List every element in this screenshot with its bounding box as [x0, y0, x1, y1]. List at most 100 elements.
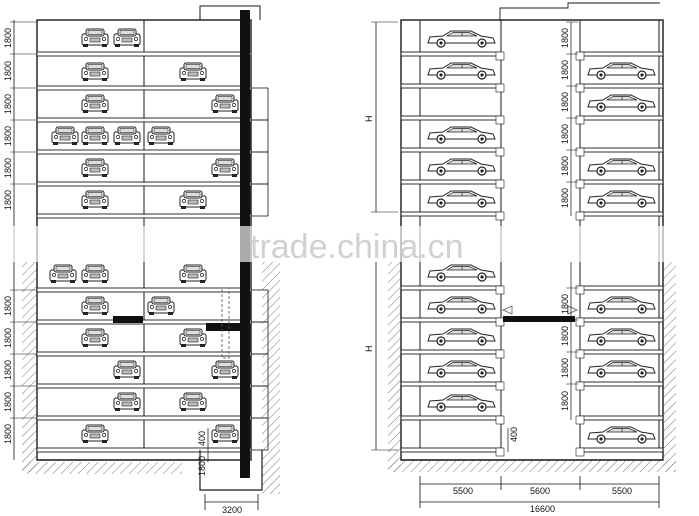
right-floor-slab-left [400, 415, 502, 421]
left-floor-slab [36, 415, 252, 421]
car-front-icon [179, 392, 207, 412]
car-front-icon [81, 328, 109, 348]
right-floor-slab-right [579, 179, 664, 185]
right-span-right-label: 5500 [612, 486, 632, 496]
left-side-box [249, 183, 269, 217]
right-floor-slab-right [579, 147, 664, 153]
left-roof-line [37, 5, 261, 21]
right-arrow-right [567, 305, 578, 315]
left-pit-dimension-label: 1800 [197, 456, 207, 476]
right-floor-slab-right [579, 285, 664, 291]
right-floor-slab-left [400, 285, 502, 291]
right-level-dimension-label: 1800 [560, 358, 570, 378]
right-floor-slab-right [579, 83, 664, 89]
car-front-icon [147, 126, 175, 146]
left-level-dimension-label: 1800 [3, 126, 13, 146]
right-level-dimension-label: 1800 [560, 124, 570, 144]
right-floor-slab-right [579, 381, 664, 387]
car-front-icon [51, 126, 79, 146]
left-transfer-arm-left [113, 316, 143, 323]
car-front-icon [113, 392, 141, 412]
car-side-icon [427, 328, 496, 346]
left-level-dimension-label: 1800 [3, 190, 13, 210]
car-front-icon [211, 424, 239, 444]
right-floor-slab-left [400, 147, 502, 153]
car-front-icon [211, 158, 239, 178]
right-floor-slab-right [579, 415, 664, 421]
right-ground-hatch-right [663, 262, 676, 472]
car-front-icon [179, 62, 207, 82]
car-front-icon [113, 28, 141, 48]
car-front-icon [113, 360, 141, 380]
right-floor-slab-right [579, 211, 664, 217]
car-side-icon [587, 190, 656, 208]
car-front-icon [81, 296, 109, 316]
right-section-view: H H 180018001800180018001800180018001800… [364, 2, 676, 514]
left-floor-slab [36, 85, 252, 91]
car-side-icon [587, 296, 656, 314]
car-side-icon [587, 62, 656, 80]
left-ground-hatch-right [262, 262, 280, 494]
left-floor-slab [36, 213, 252, 219]
car-front-icon [147, 296, 175, 316]
car-front-icon [179, 190, 207, 210]
right-floor-slab-left [400, 317, 502, 323]
car-front-icon [49, 264, 77, 284]
car-front-icon [211, 360, 239, 380]
right-floor-slab-left [400, 211, 502, 217]
left-side-box [249, 151, 269, 185]
car-side-icon [427, 30, 496, 48]
car-side-icon [427, 126, 496, 144]
right-span-middle-label: 5600 [530, 486, 550, 496]
right-floor-slab-left [400, 115, 502, 121]
right-span-total-label: 16600 [530, 504, 555, 514]
right-ground-hatch-bottom [388, 460, 676, 472]
left-lift-pit [199, 450, 263, 491]
right-floor-slabs [400, 51, 664, 457]
car-side-icon [427, 62, 496, 80]
left-level-dimension-label: 1800 [3, 328, 13, 348]
left-level-dimension-label: 1800 [3, 296, 13, 316]
watermark-band [0, 226, 699, 262]
left-level-dimension-label: 1800 [3, 61, 13, 81]
car-front-icon [211, 94, 239, 114]
car-side-icon [587, 360, 656, 378]
right-height-label-bottom: H [364, 346, 374, 353]
right-level-dimension-label: 1800 [560, 156, 570, 176]
car-front-icon [179, 264, 207, 284]
left-floor-slab [36, 117, 252, 123]
right-floor-slab-right [579, 317, 664, 323]
car-side-icon [587, 94, 656, 112]
car-front-icon [81, 94, 109, 114]
right-level-dimension-label: 1800 [560, 60, 570, 80]
right-level-dimension-label: 1800 [560, 391, 570, 411]
left-ground-hatch-bottom [22, 462, 182, 474]
right-floor-slab-left [400, 83, 502, 89]
left-floor-slab [36, 51, 252, 57]
left-ground-hatch-left [22, 262, 37, 472]
left-floor-slab [36, 287, 252, 293]
right-transfer-bridge [503, 316, 575, 322]
right-floor-slab-left [400, 381, 502, 387]
right-floor-slab-left [400, 447, 502, 453]
car-front-icon [81, 28, 109, 48]
right-floor-slab-right [579, 51, 664, 57]
right-floor-slab-right [579, 447, 664, 453]
car-side-icon [427, 190, 496, 208]
left-floor-slab [36, 181, 252, 187]
right-level-dimension-label: 1800 [560, 28, 570, 48]
left-floor-slab [36, 447, 252, 453]
car-front-icon [81, 126, 109, 146]
car-side-icon [427, 360, 496, 378]
left-side-box [249, 119, 269, 153]
car-side-icon [427, 264, 496, 282]
car-side-icon [587, 158, 656, 176]
left-floor-slab [36, 351, 252, 357]
right-roof-line [499, 2, 660, 20]
right-level-dimension-label: 1800 [560, 188, 570, 208]
left-level-dimension-label: 1800 [3, 94, 13, 114]
left-level-dimension-label: 1800 [3, 392, 13, 412]
right-clearance-label: 400 [509, 427, 519, 442]
right-floor-slab-left [400, 51, 502, 57]
